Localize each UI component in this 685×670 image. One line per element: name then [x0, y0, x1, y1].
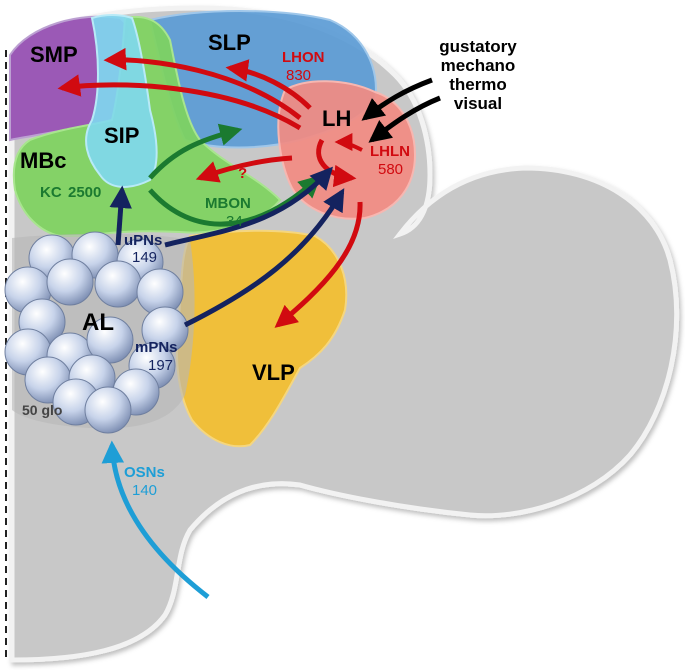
label-upns-count: 149 [132, 249, 157, 266]
arrow-lh-to-slp [225, 59, 312, 110]
label-vlp: VLP [252, 360, 295, 385]
label-modality-visual: visual [454, 94, 502, 113]
label-sip: SIP [104, 123, 139, 148]
glomeruli-cluster [4, 231, 189, 434]
arrow-upns-to-lh [164, 166, 334, 248]
label-mbon-count: 34 [226, 213, 243, 230]
arrow-lh-to-mb-question [195, 155, 293, 183]
label-mpns-name: mPNs [135, 339, 178, 356]
label-osns-name: OSNs [124, 464, 165, 481]
label-lh: LH [322, 106, 351, 131]
arrow-mpns-to-lh [183, 188, 345, 328]
glomerulus-sphere [94, 260, 142, 308]
label-lhon-count: 830 [286, 67, 311, 84]
label-mbc: MBc [20, 148, 66, 173]
arrow-lh-to-smp-upper [103, 47, 302, 120]
arrow-lhln-local [316, 138, 357, 188]
glomerulus-sphere [84, 386, 132, 434]
arrow-lh-to-vlp [274, 201, 363, 328]
label-mpns-count: 197 [148, 357, 173, 374]
arrow-lh-to-smp-lower [57, 74, 302, 131]
label-lhln-count: 580 [378, 161, 403, 178]
label-smp: SMP [30, 42, 78, 67]
label-unknown: ? [238, 165, 247, 182]
label-osns-count: 140 [132, 482, 157, 499]
label-slp: SLP [208, 30, 251, 55]
arrow-lhln-top [334, 133, 363, 152]
label-modality-thermo: thermo [449, 75, 507, 94]
label-mbon-name: MBON [205, 195, 251, 212]
label-modality-mechano: mechano [441, 56, 516, 75]
label-kc-name: KC [40, 184, 62, 201]
label-lhln-name: LHLN [370, 143, 410, 160]
arrow-upns-to-mb [109, 185, 132, 246]
arrow-modalities-2 [368, 95, 441, 143]
arrow-modalities-1 [361, 77, 433, 121]
arrow-mb-to-slp [148, 123, 243, 180]
glomerulus-sphere [46, 258, 94, 306]
label-upns-name: uPNs [124, 232, 162, 249]
label-lhon-name: LHON [282, 49, 325, 66]
arrow-osns-to-al [101, 440, 210, 599]
label-al: AL [82, 309, 114, 336]
label-modality-gustatory: gustatory [439, 37, 517, 56]
label-kc-count: 2500 [68, 184, 101, 201]
arrow-mbon-to-lh [148, 174, 322, 227]
label-glomeruli: 50 glo [22, 402, 62, 418]
